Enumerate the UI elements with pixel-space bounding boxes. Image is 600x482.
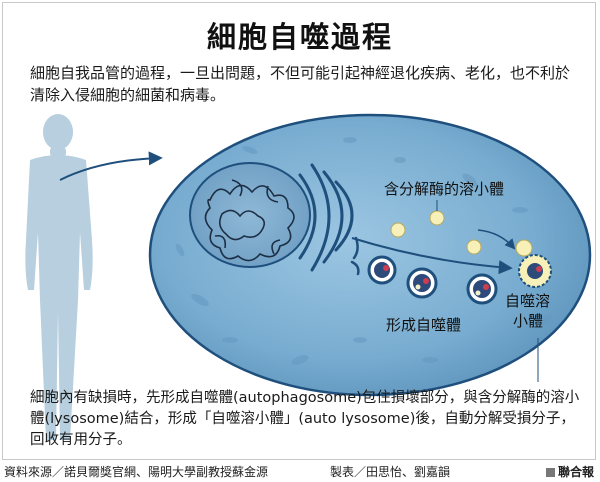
- process-description: 細胞內有缺損時，先形成自噬體(autophagosome)包住損壞部分，與含分解…: [30, 390, 580, 448]
- autolysosome-label-line2: 小體: [513, 312, 543, 330]
- lysosome-label: 含分解酶的溶小體: [384, 180, 504, 198]
- producer-credit: 製表／田思怡、劉嘉韻: [330, 465, 451, 479]
- autophagosome-1: [367, 255, 397, 285]
- nucleus: [189, 162, 311, 268]
- cytoplasm-texture: [175, 137, 554, 365]
- publisher-brand: 聯合報: [546, 462, 594, 482]
- chromatin: [204, 179, 295, 262]
- intro-text: 細胞自我品管的過程，一旦出問題，不但可能引起神經退化疾病、老化，也不利於清除入侵…: [30, 64, 571, 104]
- autolysosome-label-line1: 自噬溶: [505, 292, 550, 310]
- autophagosome-3: [466, 273, 498, 305]
- lysosomes: [390, 210, 533, 257]
- pointer-arrow: [59, 151, 163, 181]
- autophagosome-label: 形成自噬體: [386, 316, 461, 334]
- page-title: 細胞自噬過程: [206, 20, 393, 54]
- autolysosome: [518, 254, 552, 288]
- autophagosome-2: [406, 267, 438, 299]
- source-credit: 資料來源／諾貝爾獎官網、陽明大學副教授蘇金源: [4, 465, 269, 479]
- endoplasmic-reticulum: [298, 163, 354, 272]
- human-body-icon: [25, 114, 93, 440]
- process-arrow-2: [477, 229, 516, 250]
- footer: 資料來源／諾貝爾獎官網、陽明大學副教授蘇金源 製表／田思怡、劉嘉韻 聯合報: [0, 462, 600, 482]
- process-arrow-1: [351, 237, 513, 275]
